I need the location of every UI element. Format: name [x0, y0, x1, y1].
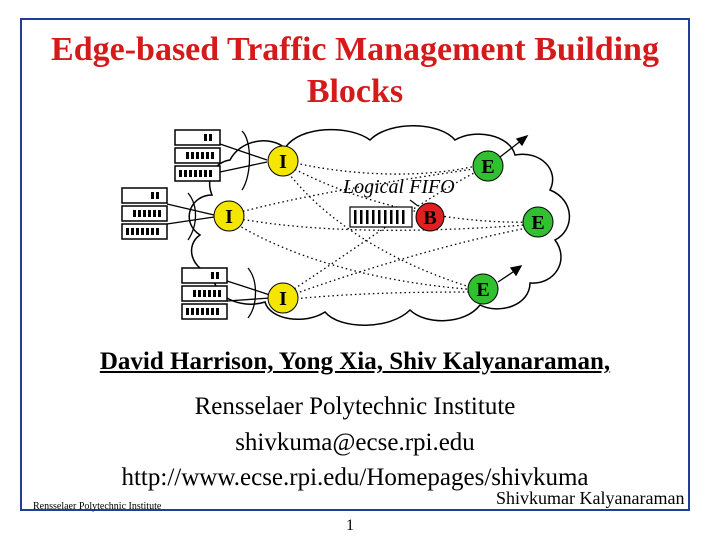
egress-node-3-label: E	[476, 279, 489, 301]
fifo-queue	[349, 206, 413, 228]
slide-title-line2: Blocks	[306, 73, 404, 110]
ingress-node-1-label: I	[279, 151, 287, 173]
ingress-node-3-label: I	[279, 288, 287, 310]
homepage-link[interactable]: http://www.ecse.rpi.edu/Homepages/shivku…	[121, 464, 589, 491]
host-stack-2	[121, 187, 168, 240]
host-stack-3	[181, 267, 228, 320]
footer-institution: Rensselaer Polytechnic Institute	[33, 501, 162, 512]
egress-node-2	[522, 206, 554, 238]
access-arrows	[166, 130, 271, 319]
egress-node-3	[467, 273, 499, 305]
fifo-pointer	[409, 199, 419, 207]
ingress-node-3	[267, 282, 299, 314]
egress-node-1-label: E	[481, 156, 494, 178]
dotted-links	[229, 159, 539, 301]
ingress-node-1	[267, 145, 299, 177]
core-node	[415, 202, 445, 232]
authors: David Harrison, Yong Xia, Shiv Kalyanara…	[99, 348, 611, 375]
ingress-node-2	[213, 200, 245, 232]
egress-node-2-label: E	[531, 212, 544, 234]
network-cloud	[188, 125, 571, 326]
core-node-label: B	[423, 207, 436, 229]
email-link[interactable]: shivkuma@ecse.rpi.edu	[235, 429, 475, 456]
page-number: 1	[346, 517, 354, 534]
host-stack-1	[174, 129, 221, 182]
slide-frame	[20, 18, 690, 511]
fifo-label: Logical FIFO	[342, 176, 455, 198]
egress-arrows	[497, 134, 529, 283]
egress-node-1	[472, 150, 504, 182]
institution: Rensselaer Polytechnic Institute	[194, 393, 516, 420]
ingress-node-2-label: I	[225, 206, 233, 228]
slide-title-line1: Edge-based Traffic Management Building	[51, 31, 659, 68]
footer-author: Shivkumar Kalyanaraman	[496, 488, 685, 508]
